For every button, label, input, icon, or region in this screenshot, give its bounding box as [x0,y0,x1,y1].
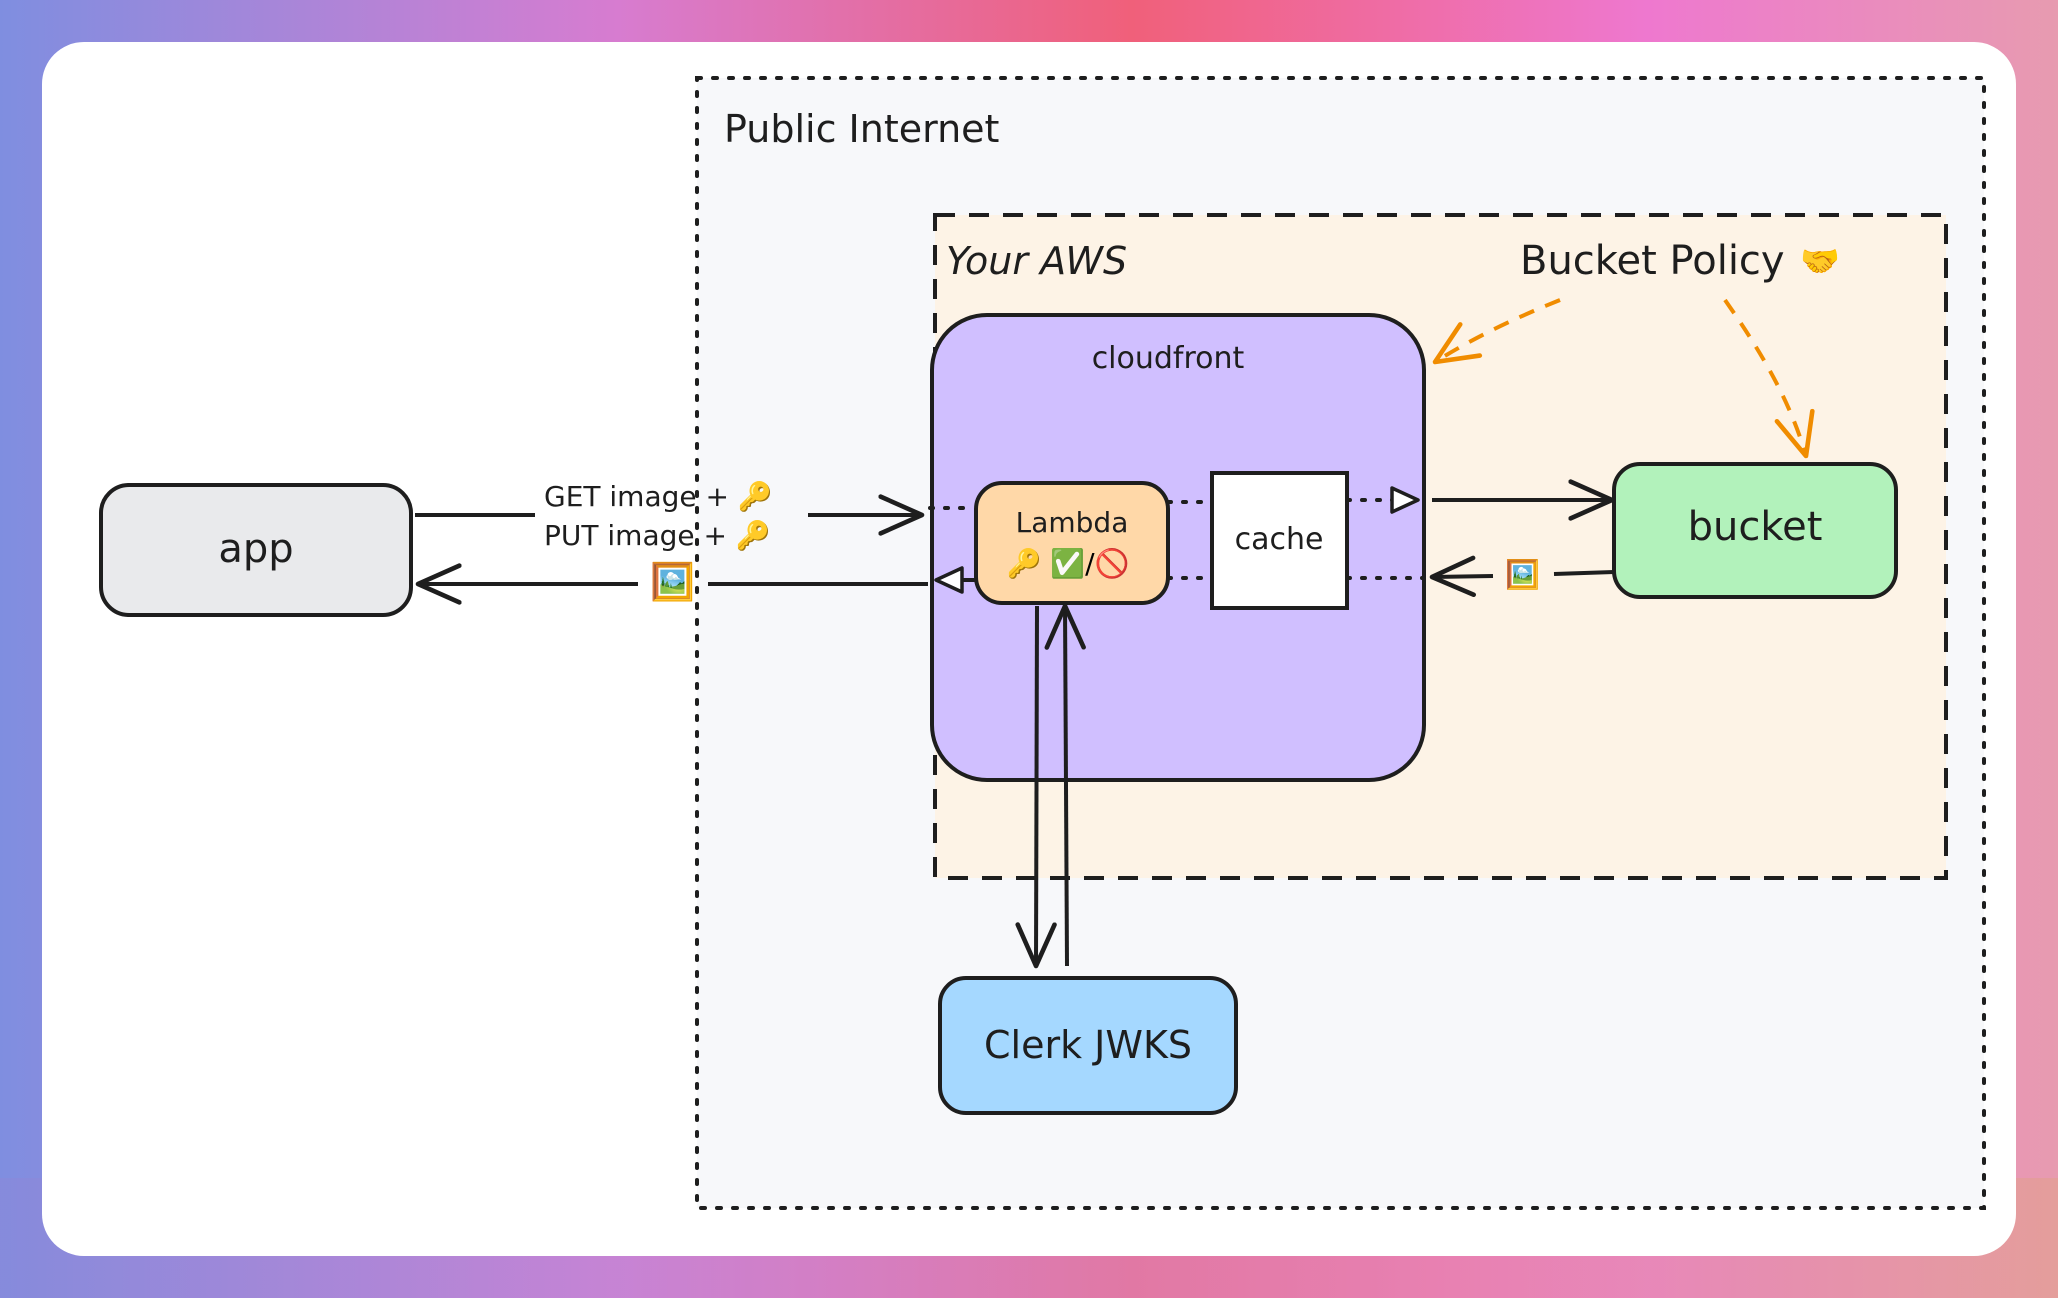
jwks-arrows [1015,603,1086,969]
lambda-label: Lambda [1016,506,1129,539]
bucket-arrows: 🖼️ [1429,479,1615,598]
app-label: app [218,526,293,572]
bucket-label: bucket [1688,504,1823,550]
internal-dotted-paths [928,486,1426,594]
app-node[interactable]: app [99,483,413,617]
bucket-policy-arrows [1432,298,1815,459]
cloudfront-node[interactable]: cloudfront [930,313,1426,782]
clerk-jwks-node[interactable]: Clerk JWKS [938,976,1238,1115]
bucket-image-icon: 🖼️ [1505,558,1540,591]
bucket-policy-label: Bucket Policy [1520,238,1785,284]
put-request-label: PUT image + 🔑 [544,518,771,552]
cache-node[interactable]: cache [1210,471,1349,610]
clerk-jwks-label: Clerk JWKS [984,1023,1192,1067]
response-image-icon: 🖼️ [650,561,695,603]
public-internet-label: Public Internet [724,107,999,151]
lambda-auth-icons: 🔑 ✅/🚫 [1007,546,1130,580]
get-request-label: GET image + 🔑 [544,479,773,513]
lambda-node[interactable]: Lambda 🔑 ✅/🚫 [974,481,1170,605]
cloudfront-label: cloudfront [1092,341,1245,376]
cache-label: cache [1235,522,1324,557]
handshake-icon: 🤝 [1800,242,1840,280]
bucket-node[interactable]: bucket [1612,462,1898,599]
app-request-arrows: GET image + 🔑 PUT image + 🔑 🖼️ [415,479,928,605]
aws-zone-label: Your AWS [946,239,1127,283]
